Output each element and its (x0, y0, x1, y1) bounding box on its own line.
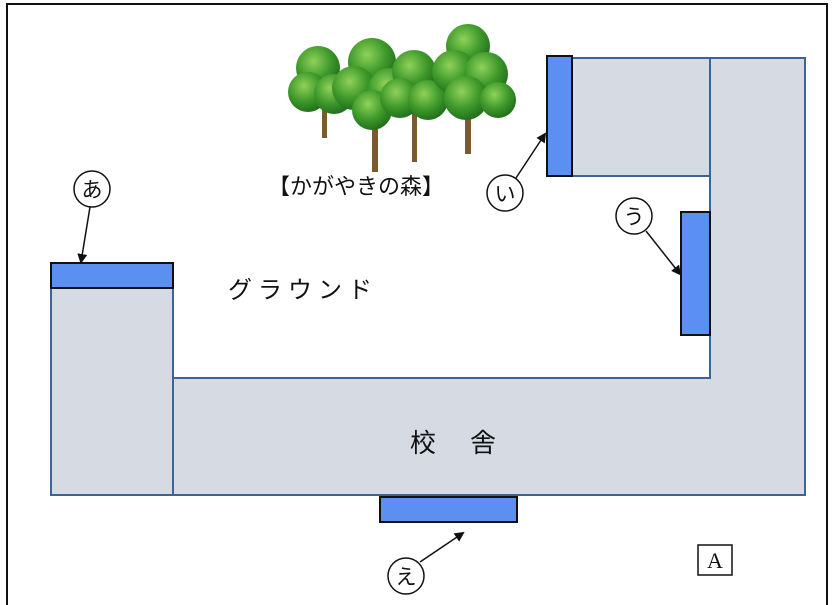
buildings (50, 57, 806, 496)
school-label: 校 舎 (410, 429, 500, 459)
forest-label: 【かがやきの森】 (268, 175, 444, 200)
marker-a: あ (73, 170, 111, 264)
marker-i: い (486, 132, 547, 212)
marker-i-arrow (515, 132, 547, 179)
west-wing (50, 287, 174, 496)
school-main-building (172, 377, 806, 496)
tree-icon (380, 50, 448, 162)
map-frame (6, 3, 828, 605)
marker-u-arrow (645, 230, 682, 276)
location-a-panel (50, 262, 174, 289)
marker-u: う (615, 197, 682, 276)
marker-e-label: え (396, 565, 417, 589)
location-e-panel (379, 496, 518, 523)
marker-u-label: う (624, 205, 645, 229)
ground-label: グラウンド (228, 276, 378, 304)
marker-a-arrow (77, 206, 91, 264)
marker-a-label: あ (82, 178, 103, 202)
location-i-panel (546, 55, 573, 177)
tree-group-icon (288, 24, 516, 172)
corner-label-box: A (697, 544, 733, 576)
marker-i-label: い (495, 182, 516, 206)
location-u-panel (680, 211, 711, 336)
marker-e: え (387, 531, 465, 595)
marker-e-arrow (419, 531, 465, 563)
tree-icon (432, 24, 516, 154)
corner-label: A (707, 548, 723, 573)
